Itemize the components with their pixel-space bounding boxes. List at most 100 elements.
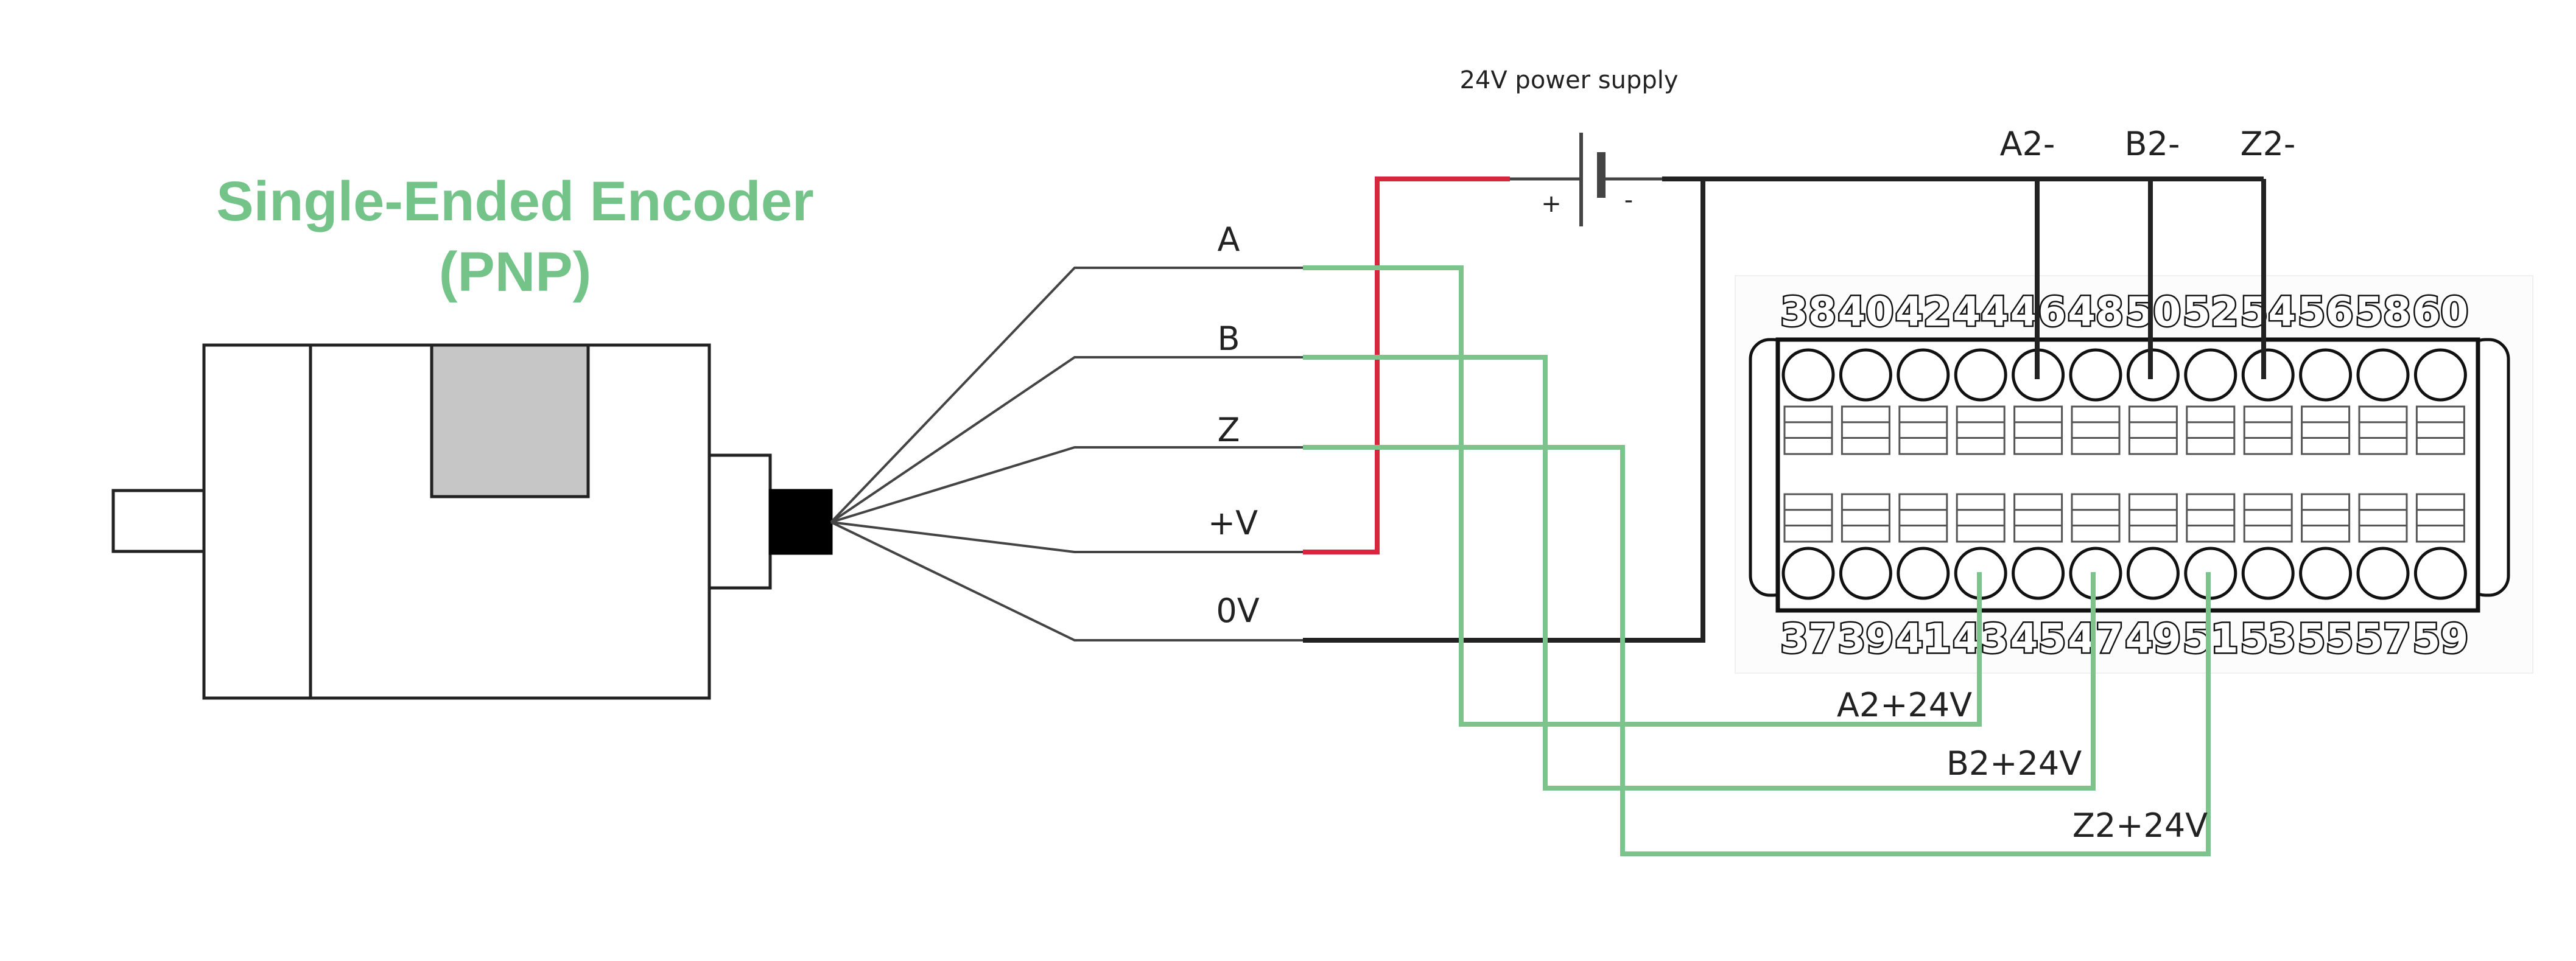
terminal-screw-49 xyxy=(2126,547,2180,600)
terminal-screw-45 xyxy=(2012,547,2065,600)
terminal-clamp-46 xyxy=(2013,405,2063,455)
terminal-screw-44 xyxy=(1954,348,2007,402)
terminal-screw-41 xyxy=(1897,547,1950,600)
label-a2-plus-24v: A2+24V xyxy=(1837,686,1972,724)
bottom-terminal-39 xyxy=(1839,493,1892,600)
terminal-screw-48 xyxy=(2069,348,2122,402)
terminal-clamp-45 xyxy=(2013,493,2063,543)
top-terminal-56 xyxy=(2299,348,2353,455)
cable-strand-z xyxy=(830,446,1303,523)
top-terminal-50 xyxy=(2126,348,2180,455)
wire-label-v-plus: +V xyxy=(1208,504,1258,542)
terminal-screw-40 xyxy=(1839,348,1892,402)
terminal-clamp-56 xyxy=(2301,405,2351,455)
encoder-connector xyxy=(768,489,833,555)
bottom-terminal-49 xyxy=(2126,493,2180,600)
terminal-bottom-row xyxy=(1781,493,2467,600)
battery-plus-sign: + xyxy=(1541,190,1562,218)
terminal-clamp-51 xyxy=(2186,493,2236,543)
encoder-shaft xyxy=(111,489,207,553)
wire-label-b: B xyxy=(1217,320,1240,358)
pin-label-48: 48 xyxy=(2068,288,2124,335)
battery-symbol xyxy=(1510,133,1662,226)
terminal-clamp-38 xyxy=(1783,405,1833,455)
pin-label-53: 53 xyxy=(2240,615,2296,662)
terminal-top-row xyxy=(1781,348,2467,455)
terminal-screw-57 xyxy=(2356,547,2410,600)
terminal-screw-52 xyxy=(2184,348,2237,402)
terminal-screw-56 xyxy=(2299,348,2353,402)
bottom-terminal-37 xyxy=(1781,493,1835,600)
encoder-window xyxy=(430,343,590,498)
pin-label-37: 37 xyxy=(1780,615,1836,662)
label-b2-plus-24v: B2+24V xyxy=(1946,744,2082,783)
top-terminal-42 xyxy=(1897,348,1950,455)
cable-strand-b xyxy=(830,356,1303,523)
terminal-clamp-44 xyxy=(1956,405,2006,455)
terminal-screw-58 xyxy=(2356,348,2410,402)
bottom-terminal-53 xyxy=(2241,493,2295,600)
encoder xyxy=(111,343,833,700)
pin-label-54: 54 xyxy=(2240,288,2296,335)
label-b2-minus: B2- xyxy=(2125,125,2180,163)
terminal-screw-55 xyxy=(2299,547,2353,600)
encoder-connector-housing xyxy=(707,453,772,590)
terminal-clamp-55 xyxy=(2301,493,2351,543)
terminal-screw-37 xyxy=(1781,547,1835,600)
label-a2-minus: A2- xyxy=(2000,125,2055,163)
bottom-terminal-55 xyxy=(2299,493,2353,600)
terminal-screw-50 xyxy=(2126,348,2180,402)
pin-label-56: 56 xyxy=(2298,288,2354,335)
battery-minus-sign: - xyxy=(1624,186,1633,214)
top-terminal-44 xyxy=(1954,348,2007,455)
terminal-screw-59 xyxy=(2413,547,2467,600)
label-z2-minus: Z2- xyxy=(2241,125,2296,163)
pin-label-40: 40 xyxy=(1837,288,1893,335)
cable-strand-v-plus xyxy=(830,521,1303,553)
wire-z-green xyxy=(1303,445,2211,856)
terminal-clamp-54 xyxy=(2243,405,2293,455)
encoder-flange xyxy=(202,343,314,700)
wires xyxy=(1303,176,2266,856)
pin-label-49: 49 xyxy=(2125,615,2181,662)
terminal-clamp-57 xyxy=(2358,493,2408,543)
pin-label-60: 60 xyxy=(2412,288,2468,335)
wire-v-plus-red xyxy=(1303,176,1510,554)
top-terminal-60 xyxy=(2413,348,2467,455)
diagram-title-line-1: Single-Ended Encoder xyxy=(216,170,813,232)
terminal-screw-38 xyxy=(1781,348,1835,402)
cable-strand-a xyxy=(830,267,1303,523)
terminal-clamp-43 xyxy=(1956,493,2006,543)
terminal-clamp-47 xyxy=(2071,493,2121,543)
terminal-clamp-37 xyxy=(1783,493,1833,543)
wire-label-0v: 0V xyxy=(1216,592,1259,630)
pin-label-59: 59 xyxy=(2412,615,2468,662)
terminal-clamp-52 xyxy=(2186,405,2236,455)
top-terminal-40 xyxy=(1839,348,1892,455)
cable-strand-0v xyxy=(830,521,1303,641)
bottom-terminal-41 xyxy=(1897,493,1950,600)
pin-label-42: 42 xyxy=(1895,288,1951,335)
bottom-terminal-59 xyxy=(2413,493,2467,600)
terminal-screw-42 xyxy=(1897,348,1950,402)
terminal-clamp-40 xyxy=(1841,405,1890,455)
top-terminal-54 xyxy=(2241,348,2295,455)
top-terminal-38 xyxy=(1781,348,1835,455)
pin-label-55: 55 xyxy=(2298,615,2354,662)
pin-label-58: 58 xyxy=(2355,288,2411,335)
bottom-terminal-57 xyxy=(2356,493,2410,600)
terminal-clamp-48 xyxy=(2071,405,2121,455)
encoder-cable xyxy=(830,267,1303,641)
wire-b-green xyxy=(1303,355,2096,791)
pin-label-38: 38 xyxy=(1780,288,1836,335)
wire-0v-black xyxy=(1303,179,1705,643)
terminal-clamp-59 xyxy=(2415,493,2465,543)
bottom-terminal-45 xyxy=(2012,493,2065,600)
top-terminal-52 xyxy=(2184,348,2237,455)
pin-label-39: 39 xyxy=(1837,615,1893,662)
terminal-screw-53 xyxy=(2241,547,2295,600)
terminal-clamp-50 xyxy=(2128,405,2178,455)
label-z2-plus-24v: Z2+24V xyxy=(2072,806,2208,845)
